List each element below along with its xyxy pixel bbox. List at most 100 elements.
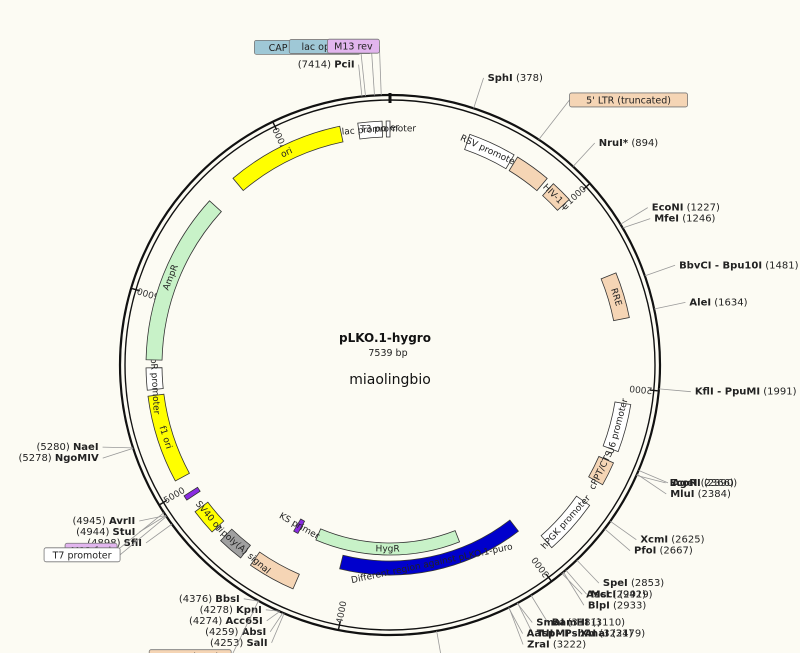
site-position: (2919) xyxy=(619,589,652,600)
site-leader xyxy=(604,528,631,552)
site-position: (4253) xyxy=(210,638,243,649)
site-leader xyxy=(102,446,134,449)
callout-box-m13rev xyxy=(327,38,380,54)
feature-ampr xyxy=(145,200,222,361)
site-position: (2366) xyxy=(701,478,734,489)
site-position: (4376) xyxy=(179,594,212,605)
site-name: PfoI xyxy=(634,546,656,557)
feature-label-lac-promoter: lac promoter xyxy=(341,123,400,138)
site-position: (5280) xyxy=(36,442,69,453)
site-name: BbvCI - Bpu10I xyxy=(679,260,762,271)
tick-mark xyxy=(337,621,341,630)
site-pciI: (7414) PciI xyxy=(298,60,355,71)
feature-hygr xyxy=(315,528,461,556)
tick-mark xyxy=(131,287,140,292)
site-position: (1227) xyxy=(687,203,720,214)
site-leader xyxy=(636,473,667,495)
site-leader xyxy=(530,595,549,623)
site-name: PciI xyxy=(334,60,354,71)
feature-3-ltr xyxy=(249,551,300,590)
site-ngoMIV: (5278) NgoMIV xyxy=(18,453,99,464)
site-name: BlpI xyxy=(588,600,610,611)
site-name: BbsI xyxy=(215,594,239,605)
feature-ampr-promoter xyxy=(145,367,164,391)
site-leader xyxy=(654,301,686,310)
site-leader xyxy=(516,602,533,623)
callout-box-ltr5 xyxy=(569,92,688,108)
site-name: BamHI xyxy=(552,618,589,629)
site-name: SalI xyxy=(246,638,267,649)
feature-cppt-cts xyxy=(588,455,615,486)
site-name: MluI xyxy=(670,489,694,500)
tick-mark xyxy=(272,122,278,131)
callout-label-t7: T7 promoter xyxy=(52,550,112,561)
site-bbvCI: BbvCI - Bpu10I (1481) xyxy=(679,260,799,271)
feature-rre xyxy=(600,272,630,322)
site-position: (2390) xyxy=(704,478,737,489)
site-position: (3181) xyxy=(568,618,601,629)
site-name: NruI* xyxy=(599,138,629,149)
site-leader xyxy=(358,64,363,97)
site-position: (3224) xyxy=(599,629,632,640)
site-position: (5278) xyxy=(18,453,51,464)
site-bbsI: (4376) BbsI xyxy=(179,594,240,605)
callout-leader xyxy=(379,46,382,96)
site-position: (4945) xyxy=(73,516,106,527)
site-leader xyxy=(508,607,524,645)
site-tspMI: TspMI - XmaI (3179) xyxy=(537,629,646,640)
site-position: (3222) xyxy=(553,640,586,651)
site-position: (2933) xyxy=(613,600,646,611)
site-name: AatII - PshAI xyxy=(527,629,597,640)
site-leader xyxy=(620,207,648,225)
site-name: Acc65I xyxy=(225,616,262,627)
site-name: AgeI xyxy=(672,478,697,489)
feature-t3-promoter xyxy=(385,120,391,138)
site-name: NaeI xyxy=(73,442,99,453)
backbone-ring xyxy=(118,93,662,637)
feature-label-t3-promoter: T3 promoter xyxy=(359,124,416,134)
feature-label-rsv-promoter: RSV promoter xyxy=(458,134,519,170)
site-leader xyxy=(473,77,484,109)
feature-label-hygr: HygR xyxy=(376,544,400,554)
site-leader xyxy=(243,598,260,602)
feature-sv40-poly-a-signal xyxy=(220,528,251,559)
site-leader xyxy=(269,612,284,633)
site-position: (3179) xyxy=(612,629,645,640)
site-leader xyxy=(609,520,637,541)
site-name: SphI xyxy=(488,73,513,84)
feature-sv40-ori xyxy=(194,501,225,533)
tick-label: 2000 xyxy=(629,383,653,395)
site-name: EcoRI xyxy=(670,478,701,489)
site-mluI: MluI (2384) xyxy=(670,489,731,500)
site-mfeI: MfeI (1246) xyxy=(654,214,715,225)
feature-5-ltr xyxy=(508,156,548,192)
site-name: KflI - PpuMI xyxy=(695,387,760,398)
callout-leader xyxy=(116,512,165,551)
callout-leader xyxy=(360,47,366,97)
site-leader xyxy=(622,218,651,229)
site-leader xyxy=(563,571,585,606)
tick-mark xyxy=(649,389,658,392)
brand-watermark: miaolingbio xyxy=(349,372,431,388)
site-position: (3110) xyxy=(592,618,625,629)
site-position: (1481) xyxy=(765,260,798,271)
site-leader xyxy=(265,609,280,612)
callout-leader xyxy=(232,600,259,653)
feature-hpgk-promoter xyxy=(540,495,591,549)
site-avrII: (4945) AvrII xyxy=(73,516,136,527)
callout-leader xyxy=(370,46,375,96)
site-sphI: SphI (378) xyxy=(488,73,543,84)
tick-label: 4000 xyxy=(335,600,349,625)
site-position: (2625) xyxy=(671,535,704,546)
site-name: StuI xyxy=(113,527,136,538)
feature-label-hpgk-promoter: hPGK promoter xyxy=(540,493,593,551)
site-zraI: ZraI (3222) xyxy=(527,640,586,651)
site-mscI: MscI (2919) xyxy=(591,589,653,600)
site-ecoRI: EcoRI (2390) xyxy=(670,478,738,489)
tick-mark xyxy=(545,573,552,581)
site-position: (1634) xyxy=(714,297,747,308)
